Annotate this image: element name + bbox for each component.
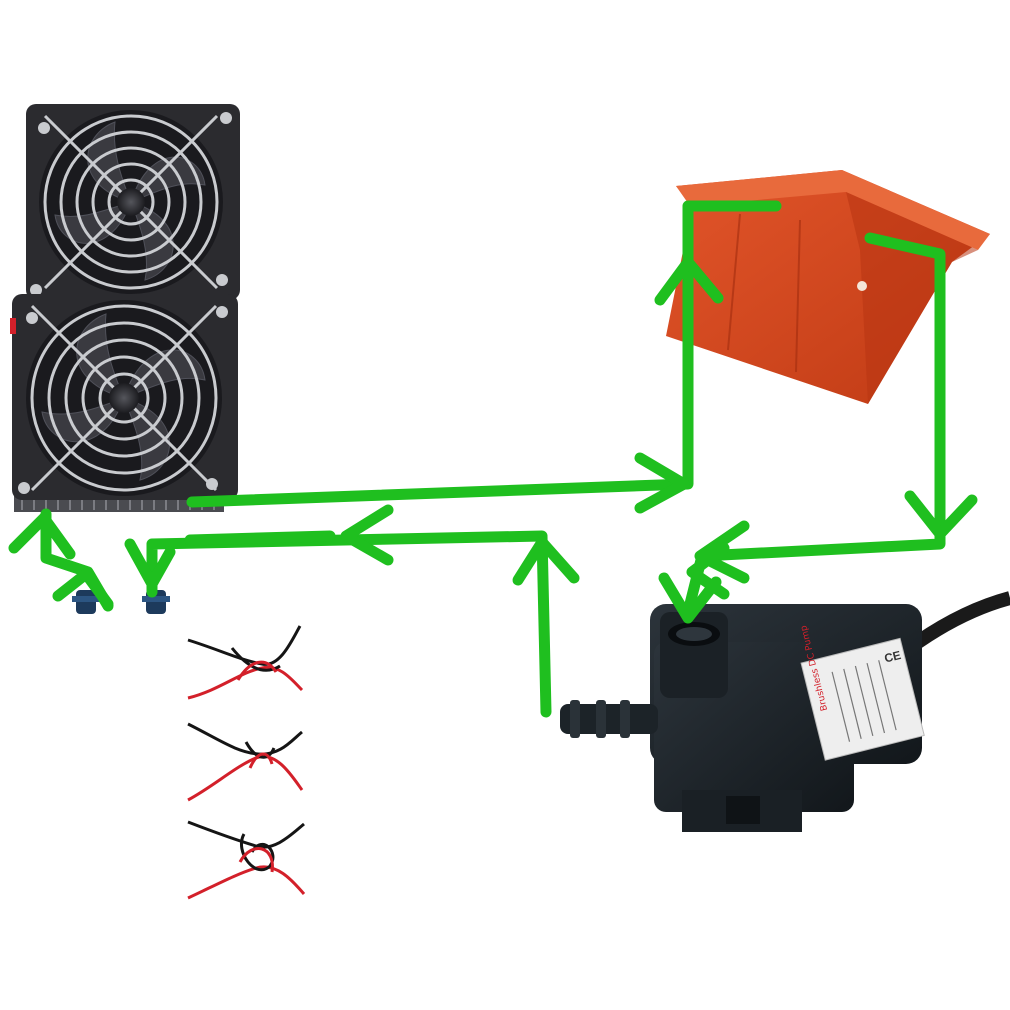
arrowhead-up-tank-inlet: [654, 256, 724, 306]
radiator-inlet-fitting: [72, 590, 100, 614]
flow-line-segment-upper-left: [184, 530, 336, 546]
wire-splice-step-3: [187, 820, 306, 900]
arrowhead-lower-left-connector: [52, 568, 114, 610]
water-pump-icon: Brushless DC Pump CE: [560, 591, 1010, 832]
pump-ce-mark: CE: [883, 648, 903, 666]
flow-arrows: [8, 200, 978, 718]
pump-inlet-barb: [560, 700, 658, 738]
arrowhead-down-pump-outlet: [658, 572, 722, 624]
flow-line-radiator-to-tank: [186, 200, 782, 508]
arrowhead-left-return: [340, 504, 394, 566]
wire-splice-step-1: [187, 625, 304, 700]
arrowhead-up-pump-inlet: [512, 536, 580, 586]
flow-line-pump-to-radiator: [146, 530, 552, 718]
lower-fan-icon: [10, 294, 238, 500]
upper-fan-icon: [26, 104, 240, 300]
arrowhead-down-radiator-inlet: [124, 538, 176, 590]
arrowhead-right-mid: [634, 452, 690, 514]
dual-fan-radiator-icon: [10, 104, 240, 614]
arrowhead-left-to-pump-a: [694, 520, 750, 584]
arrowhead-down-tank-outlet: [904, 490, 978, 540]
twisted-wire-splice-icon: [187, 625, 306, 900]
wire-splice-step-2: [187, 722, 304, 802]
arrowhead-up-radiator-outlet: [8, 512, 76, 560]
